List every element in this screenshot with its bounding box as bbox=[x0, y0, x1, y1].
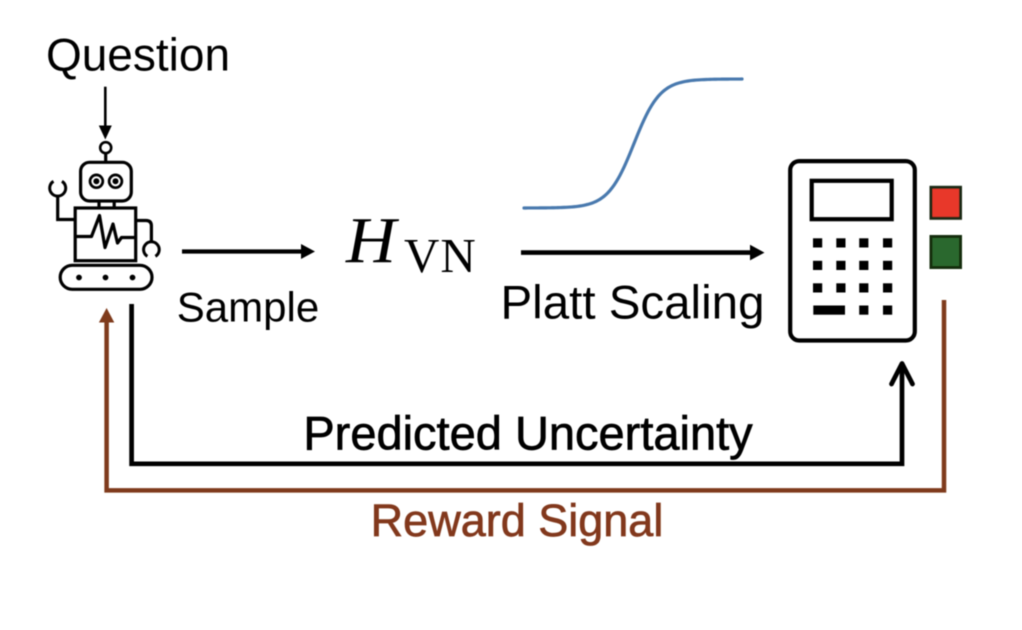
svg-text:Question: Question bbox=[46, 29, 230, 81]
svg-text:Reward Signal: Reward Signal bbox=[371, 495, 664, 546]
svg-text:Platt Scaling: Platt Scaling bbox=[500, 277, 764, 330]
svg-text:Predicted Uncertainty: Predicted Uncertainty bbox=[303, 406, 753, 459]
svg-text:Sample: Sample bbox=[177, 283, 319, 330]
svg-text:VN: VN bbox=[404, 228, 477, 283]
svg-text:H: H bbox=[345, 204, 400, 277]
